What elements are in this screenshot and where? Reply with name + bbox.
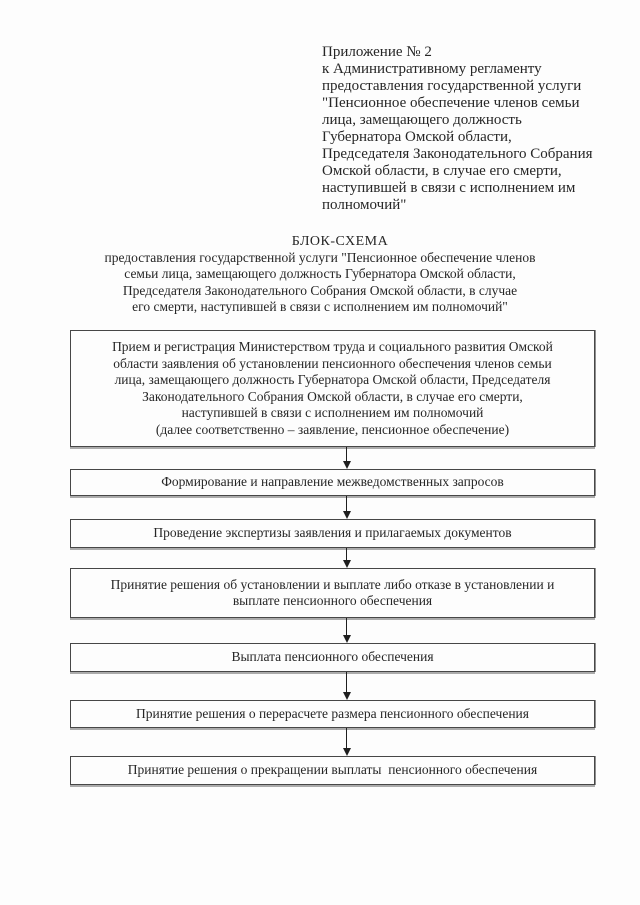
appendix-note: Приложение № 2 к Административному регла…: [322, 44, 593, 213]
arrow-head: [342, 692, 351, 700]
flow-step-expertise: Проведение экспертизы заявления и прилаг…: [70, 519, 595, 548]
page-title: БЛОК-СХЕМА: [291, 234, 389, 249]
arrow-shaft: [346, 496, 347, 511]
arrow-head: [342, 560, 351, 568]
flow-step-termination: Принятие решения о прекращении выплаты п…: [70, 756, 595, 785]
arrow-head: [342, 635, 351, 643]
arrow-shaft: [346, 618, 347, 635]
arrow-head: [342, 461, 351, 469]
page-subtitle: предоставления государственной услуги "П…: [104, 250, 536, 314]
arrow-shaft: [346, 447, 347, 461]
flowchart: Прием и регистрация Министерством труда …: [70, 330, 595, 785]
flow-step-interagency-requests: Формирование и направление межведомствен…: [70, 469, 595, 496]
flow-step-decision-establish: Принятие решения об установлении и выпла…: [70, 568, 595, 618]
arrow-down-icon: [342, 672, 351, 700]
arrow-down-icon: [342, 618, 351, 643]
arrow-down-icon: [342, 447, 351, 469]
arrow-down-icon: [342, 728, 351, 756]
arrow-head: [342, 748, 351, 756]
arrow-head: [342, 511, 351, 519]
arrow-shaft: [346, 548, 347, 560]
arrow-shaft: [346, 728, 347, 748]
arrow-down-icon: [342, 496, 351, 519]
flow-step-recalculation: Принятие решения о перерасчете размера п…: [70, 700, 595, 728]
flow-step-payment: Выплата пенсионного обеспечения: [70, 643, 595, 672]
arrow-down-icon: [342, 548, 351, 568]
flow-step-reception: Прием и регистрация Министерством труда …: [70, 330, 595, 447]
arrow-shaft: [346, 672, 347, 692]
